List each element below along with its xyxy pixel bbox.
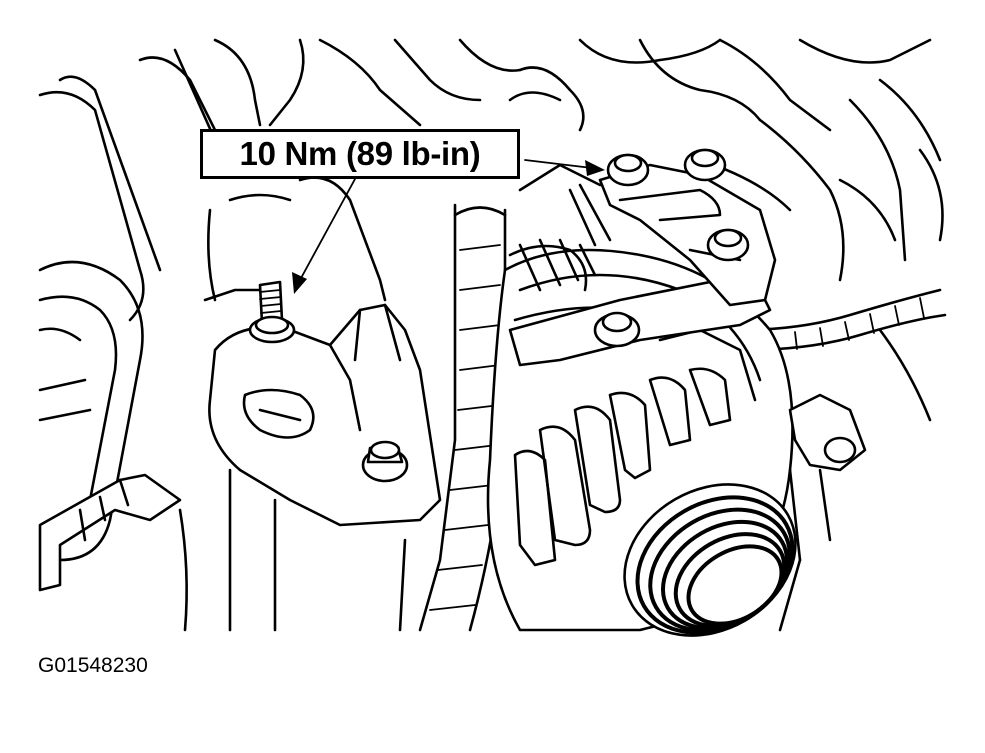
lower-frame bbox=[178, 328, 932, 632]
engine-background bbox=[138, 38, 944, 282]
bracket-bolt-lower bbox=[361, 440, 409, 483]
mounting-arm bbox=[508, 163, 777, 367]
hose-clamp bbox=[38, 473, 182, 592]
upper-bolts bbox=[593, 148, 750, 348]
right-bracket bbox=[788, 393, 867, 562]
alternator-pulley bbox=[623, 483, 797, 637]
wiring-loom-right bbox=[738, 288, 947, 352]
left-hose bbox=[38, 75, 162, 562]
stud-bolt bbox=[248, 280, 296, 344]
alternator-vents bbox=[513, 328, 757, 567]
torque-spec-callout: 10 Nm (89 lb-in) bbox=[200, 129, 520, 179]
figure-id-label: G01548230 bbox=[38, 654, 148, 677]
callout-leader-arrows bbox=[292, 159, 605, 294]
